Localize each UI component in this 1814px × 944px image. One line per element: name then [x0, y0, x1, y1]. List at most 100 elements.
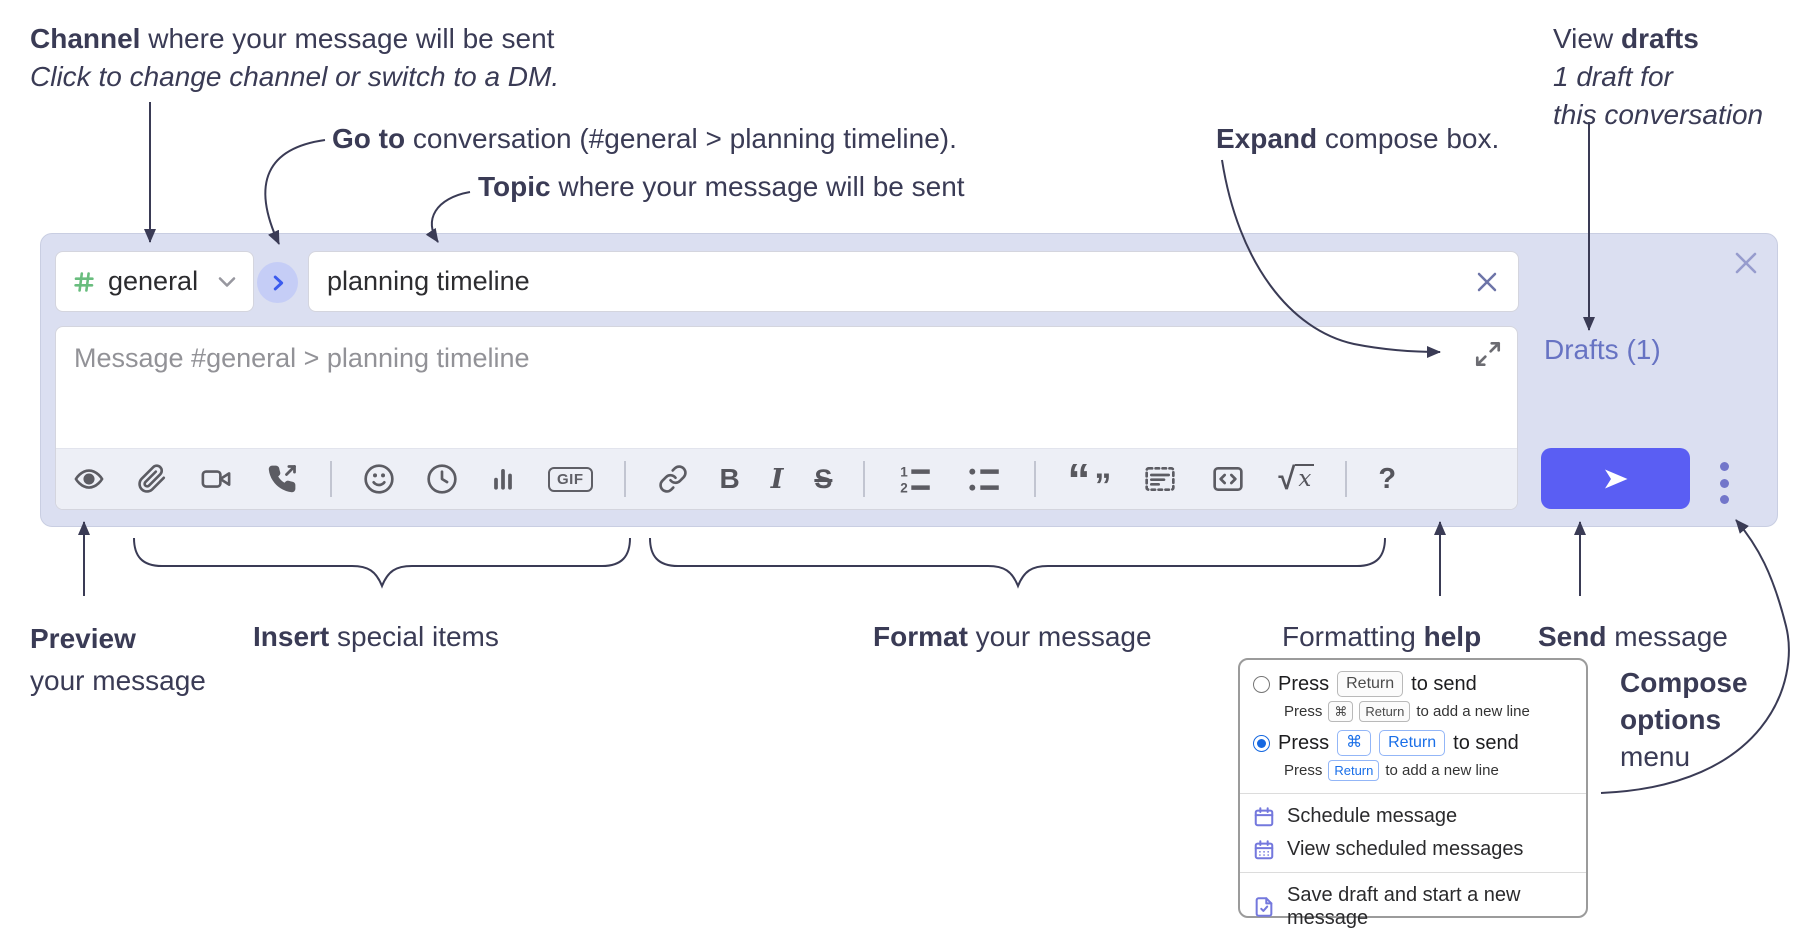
channel-selector-label: general: [108, 266, 199, 296]
expand-note: Expand compose box.: [1216, 123, 1500, 154]
preview-message-button[interactable]: [72, 464, 106, 494]
compose-toolbar: GIF B I S 1 2: [56, 448, 1517, 509]
format-note: Format your message: [873, 621, 1152, 652]
compose-options-menu-button[interactable]: [1712, 462, 1736, 504]
spoiler-button[interactable]: [1142, 463, 1178, 495]
time-button[interactable]: [426, 463, 458, 495]
kbd-cmd: ⌘: [1328, 701, 1354, 722]
hash-icon: [74, 271, 94, 292]
option-text: to send: [1411, 672, 1477, 695]
eye-icon: [74, 469, 104, 489]
svg-text:1: 1: [901, 465, 909, 480]
bold-button[interactable]: B: [720, 463, 740, 495]
attach-file-button[interactable]: [137, 464, 167, 494]
toolbar-divider: [1034, 461, 1037, 497]
goto-arrow: [264, 139, 326, 245]
italic-button[interactable]: I: [771, 464, 784, 495]
radio-unselected-icon[interactable]: [1253, 675, 1270, 693]
menu-item-save-draft[interactable]: Save draft and start a new message: [1240, 879, 1586, 935]
bulleted-list-button[interactable]: [965, 463, 1003, 495]
message-placeholder: Message #general > planning timeline: [74, 343, 530, 373]
option-return-subtext: Press ⌘ Return to add a new line: [1284, 701, 1530, 722]
topic-input[interactable]: planning timeline: [308, 251, 1519, 312]
channel-note: Channel where your message will be sent …: [30, 23, 560, 92]
ellipsis-icon: [1719, 462, 1729, 471]
kbd-cmd: ⌘: [1337, 730, 1372, 756]
clear-topic-icon[interactable]: [1474, 269, 1500, 295]
link-icon: [658, 465, 687, 493]
insert-note: Insert special items: [253, 621, 499, 652]
ellipsis-icon: [1719, 478, 1729, 488]
code-button[interactable]: [1209, 463, 1247, 495]
menu-item-label: Save draft and start a new message: [1287, 884, 1521, 929]
topic-input-value: planning timeline: [327, 266, 530, 296]
phone-call-icon: [268, 465, 296, 493]
message-compose-area: Message #general > planning timeline: [55, 326, 1518, 510]
send-icon: [1604, 469, 1627, 488]
code-icon: [1213, 467, 1244, 491]
format-brace: [649, 537, 1386, 589]
smiley-icon: [364, 464, 394, 494]
kbd-return: Return: [1379, 730, 1446, 756]
menu-item-schedule-message[interactable]: Schedule message: [1240, 800, 1586, 833]
send-button[interactable]: [1541, 448, 1690, 509]
insert-brace: [133, 537, 631, 589]
formatting-help-note: Formatting help: [1282, 621, 1482, 652]
expand-icon: [1475, 341, 1501, 367]
numbered-list-button[interactable]: 1 2: [896, 463, 934, 495]
option-text: Press: [1278, 731, 1330, 754]
formatting-help-button[interactable]: ?: [1378, 463, 1396, 496]
kbd-return: Return: [1359, 701, 1411, 722]
close-compose-button[interactable]: [1729, 246, 1763, 280]
audio-call-button[interactable]: [265, 464, 299, 494]
calendar-days-icon: [1254, 839, 1274, 859]
expand-compose-button[interactable]: [1471, 337, 1505, 371]
math-icon: √ x: [1278, 463, 1315, 494]
send-note: Send message: [1538, 621, 1728, 652]
emoji-button[interactable]: [363, 463, 395, 495]
bulleted-list-icon: [969, 468, 1000, 491]
gif-button[interactable]: GIF: [548, 466, 593, 492]
svg-text:2: 2: [901, 481, 909, 495]
math-button[interactable]: √ x: [1278, 463, 1315, 494]
quote-button[interactable]: “ ”: [1067, 457, 1111, 503]
compose-options-popup: Press Return to send Press ⌘ Return to a…: [1238, 658, 1588, 929]
strikethrough-icon: S: [814, 463, 833, 494]
poll-button[interactable]: [489, 464, 517, 494]
toolbar-divider: [863, 461, 866, 497]
option-text: to send: [1453, 731, 1519, 754]
video-camera-icon: [201, 470, 231, 488]
menu-item-label: Schedule message: [1287, 805, 1458, 827]
compose-options-note: Compose options menu: [1620, 667, 1748, 772]
option-text: Press: [1278, 672, 1330, 695]
goto-note: Go to conversation (#general > planning …: [332, 123, 957, 154]
calendar-icon: [1254, 806, 1274, 826]
channel-selector[interactable]: general: [55, 251, 254, 312]
popup-divider: [1240, 793, 1586, 794]
menu-item-view-scheduled-messages[interactable]: View scheduled messages: [1240, 833, 1586, 866]
option-return-to-send[interactable]: Press Return to send: [1240, 669, 1586, 699]
video-call-button[interactable]: [198, 464, 234, 494]
message-textarea[interactable]: Message #general > planning timeline: [56, 327, 1517, 448]
drafts-note: View drafts 1 draft for this conversatio…: [1553, 23, 1764, 130]
go-to-conversation-button[interactable]: [257, 262, 298, 303]
bold-icon: B: [719, 463, 740, 494]
toolbar-divider: [330, 461, 332, 497]
ellipsis-icon: [1719, 495, 1729, 504]
compose-box: general planning timeline Message #gener…: [40, 233, 1778, 527]
numbered-list-icon: 1 2: [901, 465, 931, 495]
save-draft-icon: [1255, 897, 1273, 917]
clock-icon: [427, 464, 457, 494]
link-button[interactable]: [657, 464, 689, 494]
drafts-link[interactable]: Drafts (1): [1544, 334, 1661, 365]
italic-icon: I: [770, 463, 784, 495]
toolbar-divider: [1345, 461, 1348, 497]
question-mark-icon: ?: [1378, 462, 1397, 495]
kbd-return: Return: [1337, 671, 1404, 697]
radio-selected-icon[interactable]: [1253, 734, 1270, 752]
option-cmd-return-to-send[interactable]: Press ⌘ Return to send: [1240, 728, 1586, 758]
chevron-right-icon: [273, 275, 283, 290]
chevron-down-icon: [218, 276, 236, 287]
strikethrough-button[interactable]: S: [814, 464, 832, 495]
